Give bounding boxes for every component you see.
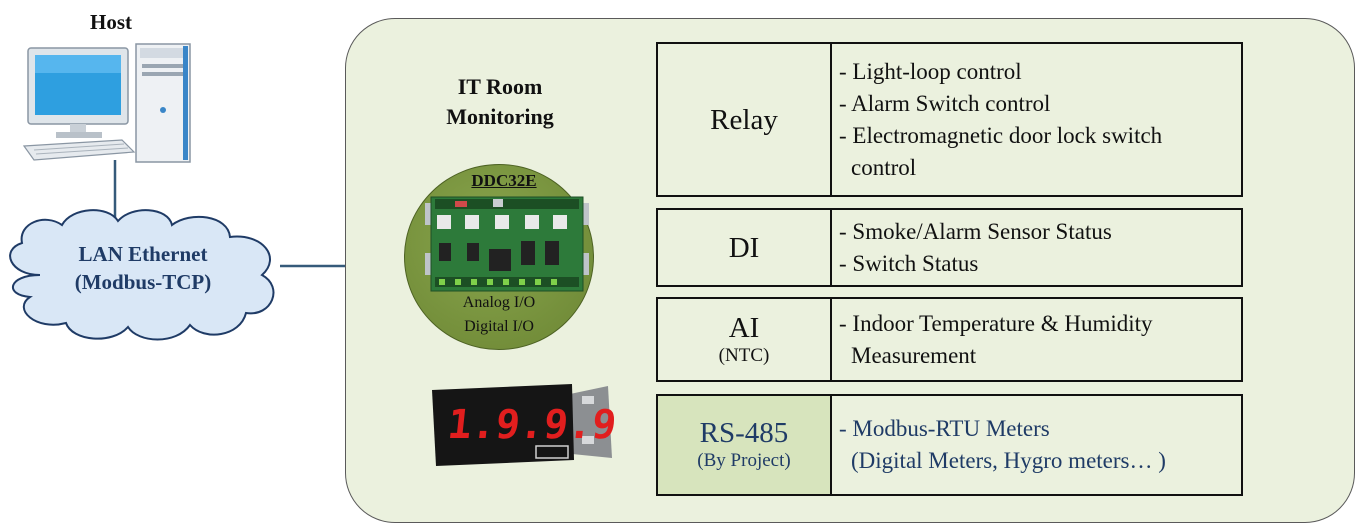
lan-line1: LAN Ethernet: [78, 242, 208, 266]
relay-name: Relay: [710, 103, 778, 136]
analog-io-label: Analog I/O: [462, 294, 536, 311]
ai-row: AI (NTC) - Indoor Temperature & Humidity…: [656, 297, 1243, 382]
relay-item: - Alarm Switch control: [839, 90, 1051, 116]
ai-cell: AI (NTC): [658, 299, 832, 380]
di-desc: - Smoke/Alarm Sensor Status - Switch Sta…: [833, 210, 1241, 285]
host-label: Host: [90, 10, 132, 34]
ai-item: - Indoor Temperature & Humidity Measurem…: [839, 310, 1153, 368]
ai-name: AI: [728, 311, 760, 344]
rs485-desc: - Modbus-RTU Meters (Digital Meters, Hyg…: [833, 396, 1241, 494]
lan-ethernet-label: LAN Ethernet (Modbus-TCP): [20, 240, 266, 296]
ai-desc: - Indoor Temperature & Humidity Measurem…: [833, 299, 1241, 380]
rs485-cell: RS-485 (By Project): [658, 396, 832, 494]
di-name: DI: [728, 231, 760, 264]
lan-cloud-icon: [9, 209, 275, 341]
di-row: DI - Smoke/Alarm Sensor Status - Switch …: [656, 208, 1243, 287]
rs485-item: - Modbus-RTU Meters: [839, 416, 1050, 441]
desktop-computer-icon: [22, 43, 191, 163]
ddc32e-label: DDC32E: [471, 171, 537, 190]
ai-sub: (NTC): [718, 344, 770, 366]
rs485-row: RS-485 (By Project) - Modbus-RTU Meters …: [656, 394, 1243, 496]
di-item: - Switch Status: [839, 250, 979, 276]
relay-cell: Relay: [658, 44, 832, 195]
controller-board-icon: [425, 196, 589, 292]
it-room-title: IT Room Monitoring: [420, 72, 580, 132]
relay-row: Relay - Light-loop control - Alarm Switc…: [656, 42, 1243, 197]
relay-item: - Electromagnetic door lock switch contr…: [839, 122, 1163, 180]
rs485-item: (Digital Meters, Hygro meters… ): [851, 448, 1166, 473]
relay-desc: - Light-loop control - Alarm Switch cont…: [833, 44, 1241, 195]
meter-display: 1.9.9.9: [445, 402, 614, 448]
it-room-title-line1: IT Room: [457, 74, 543, 99]
lan-line2: (Modbus-TCP): [74, 270, 212, 294]
digital-meter-icon: 1.9.9.9: [432, 384, 614, 466]
di-item: - Smoke/Alarm Sensor Status: [839, 218, 1112, 244]
rs485-sub: (By Project): [697, 450, 791, 471]
relay-item: - Light-loop control: [839, 58, 1022, 84]
digital-io-label: Digital I/O: [464, 318, 534, 335]
it-room-title-line2: Monitoring: [446, 104, 554, 129]
di-cell: DI: [658, 210, 832, 285]
rs485-name: RS-485: [699, 417, 789, 449]
